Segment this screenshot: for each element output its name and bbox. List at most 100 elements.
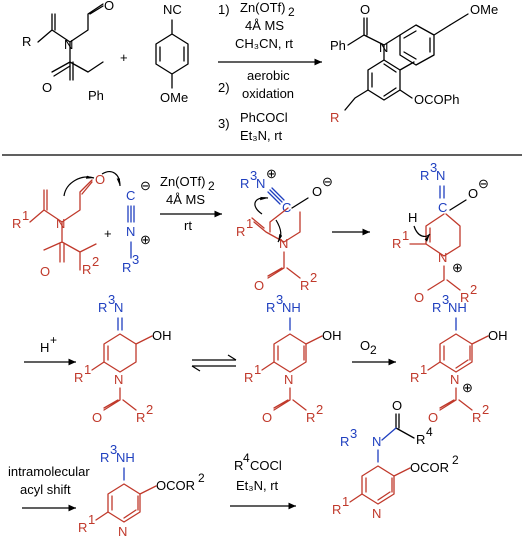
svg-text:aerobic: aerobic xyxy=(247,68,290,83)
svg-text:R: R xyxy=(410,370,419,385)
mech-intermediate-a: R 3 N ⊕ C O ⊖ R 1 N O R 2 xyxy=(236,166,333,293)
svg-text:OCOPh: OCOPh xyxy=(414,92,460,107)
mech-acyl-shift-step: intramolecular acyl shift xyxy=(8,464,90,512)
svg-text:R: R xyxy=(240,176,249,191)
svg-text:1: 1 xyxy=(254,362,261,377)
svg-text:R: R xyxy=(74,370,83,385)
svg-text:R: R xyxy=(306,410,315,425)
svg-text:3): 3) xyxy=(218,116,230,131)
svg-text:NH: NH xyxy=(116,450,135,465)
svg-text:O: O xyxy=(262,410,272,425)
svg-text:NH: NH xyxy=(448,300,467,315)
svg-text:C: C xyxy=(126,188,135,203)
svg-text:⊖: ⊖ xyxy=(478,176,489,191)
svg-text:R: R xyxy=(266,300,275,315)
mech-hplus-step: H + xyxy=(24,333,76,366)
svg-text:Et₃N, rt: Et₃N, rt xyxy=(240,128,283,143)
svg-text:N: N xyxy=(56,216,65,231)
svg-text:O: O xyxy=(312,184,322,199)
svg-text:R: R xyxy=(392,236,401,251)
svg-text:R: R xyxy=(340,434,349,449)
svg-text:2: 2 xyxy=(482,402,489,417)
svg-text:⊕: ⊕ xyxy=(140,232,151,247)
svg-text:OH: OH xyxy=(322,328,342,343)
svg-text:O: O xyxy=(468,186,478,201)
mech-o2-step: O 2 xyxy=(352,338,396,366)
svg-text:2: 2 xyxy=(470,282,477,297)
svg-text:OCOR: OCOR xyxy=(410,460,449,475)
svg-text:1: 1 xyxy=(246,216,253,231)
mech-step1-conditions: Zn(OTf) 2 4Å MS rt xyxy=(160,174,222,233)
svg-text:3: 3 xyxy=(110,442,117,457)
svg-text:R: R xyxy=(136,410,145,425)
svg-text:3: 3 xyxy=(132,252,139,267)
svg-text:2: 2 xyxy=(208,179,215,193)
svg-text:NH: NH xyxy=(282,300,301,315)
svg-text:H: H xyxy=(40,340,49,355)
svg-text:R: R xyxy=(472,410,481,425)
svg-text:4: 4 xyxy=(426,425,433,439)
top-r-label: R xyxy=(22,34,31,49)
svg-text:2: 2 xyxy=(316,402,323,417)
mech-equilibrium xyxy=(191,354,237,372)
svg-text:2: 2 xyxy=(310,270,317,285)
svg-text:⊖: ⊖ xyxy=(322,174,333,189)
top-o-label: O xyxy=(104,0,114,13)
svg-text:R: R xyxy=(420,168,429,183)
svg-text:OH: OH xyxy=(152,328,172,343)
svg-text:⊕: ⊕ xyxy=(266,166,277,181)
svg-text:1: 1 xyxy=(22,208,29,223)
mech-final-product: O R 4 R 3 N OCOR 2 R 1 N xyxy=(332,398,459,521)
svg-text:N: N xyxy=(372,434,381,449)
svg-text:N: N xyxy=(436,168,445,183)
mech-enamide: R 1 N O O R 2 xyxy=(12,171,121,279)
svg-text:O: O xyxy=(92,410,102,425)
svg-text:N: N xyxy=(284,372,293,387)
svg-text:intramolecular: intramolecular xyxy=(8,464,90,479)
top-ph-label: Ph xyxy=(88,88,104,103)
nc-label: NC xyxy=(163,2,182,17)
svg-text:Et₃N, rt: Et₃N, rt xyxy=(236,478,279,493)
svg-text:O: O xyxy=(360,338,370,353)
svg-text:1: 1 xyxy=(342,494,349,509)
svg-text:R: R xyxy=(98,300,107,315)
svg-text:N: N xyxy=(372,506,381,521)
svg-text:N: N xyxy=(450,372,459,387)
svg-text:R: R xyxy=(332,502,341,517)
svg-text:N: N xyxy=(118,524,127,539)
svg-text:N: N xyxy=(256,176,265,191)
svg-text:Ph: Ph xyxy=(330,38,346,53)
svg-text:OMe: OMe xyxy=(470,2,498,17)
top-reactant-enamide: R N O O Ph xyxy=(22,0,114,103)
svg-text:O: O xyxy=(360,2,370,17)
svg-text:OCOR: OCOR xyxy=(156,478,195,493)
svg-text:2: 2 xyxy=(288,5,295,19)
svg-text:R: R xyxy=(460,290,469,305)
svg-text:Zn(OTf): Zn(OTf) xyxy=(160,174,206,189)
top-n-label: N xyxy=(64,37,73,52)
mech-intermediate-d: R 3 NH OH R 1 N O R 2 xyxy=(244,292,342,425)
svg-text:N: N xyxy=(279,236,288,251)
mech-intermediate-b: R 3 N C O ⊖ R 1 N ⊕ H O R 2 xyxy=(392,160,489,305)
svg-text:3: 3 xyxy=(350,426,357,441)
svg-text:+: + xyxy=(104,226,112,241)
svg-text:O: O xyxy=(40,264,50,279)
svg-text:Zn(OTf): Zn(OTf) xyxy=(240,0,286,15)
top-product: Ph O N OMe OCOPh R xyxy=(330,2,498,125)
svg-text:N: N xyxy=(114,372,123,387)
svg-text:R: R xyxy=(122,260,131,275)
svg-text:⊕: ⊕ xyxy=(452,260,463,275)
mech-intermediate-e: R 3 NH OH R 1 N ⊕ O R 2 xyxy=(410,292,508,425)
svg-text:3: 3 xyxy=(442,292,449,307)
svg-text:1: 1 xyxy=(84,362,91,377)
svg-text:C: C xyxy=(438,200,447,215)
mech-intermediate-f: R 3 NH OCOR 2 R 1 N xyxy=(78,442,205,539)
svg-text:3: 3 xyxy=(108,292,115,307)
svg-text:N: N xyxy=(114,300,123,315)
svg-text:R: R xyxy=(100,450,109,465)
svg-text:R: R xyxy=(300,278,309,293)
mech-intermediate-c: R 3 N OH R 1 N O R 2 xyxy=(74,292,172,425)
svg-text:R: R xyxy=(330,110,339,125)
svg-text:R: R xyxy=(78,520,87,535)
svg-text:2): 2) xyxy=(218,80,230,95)
